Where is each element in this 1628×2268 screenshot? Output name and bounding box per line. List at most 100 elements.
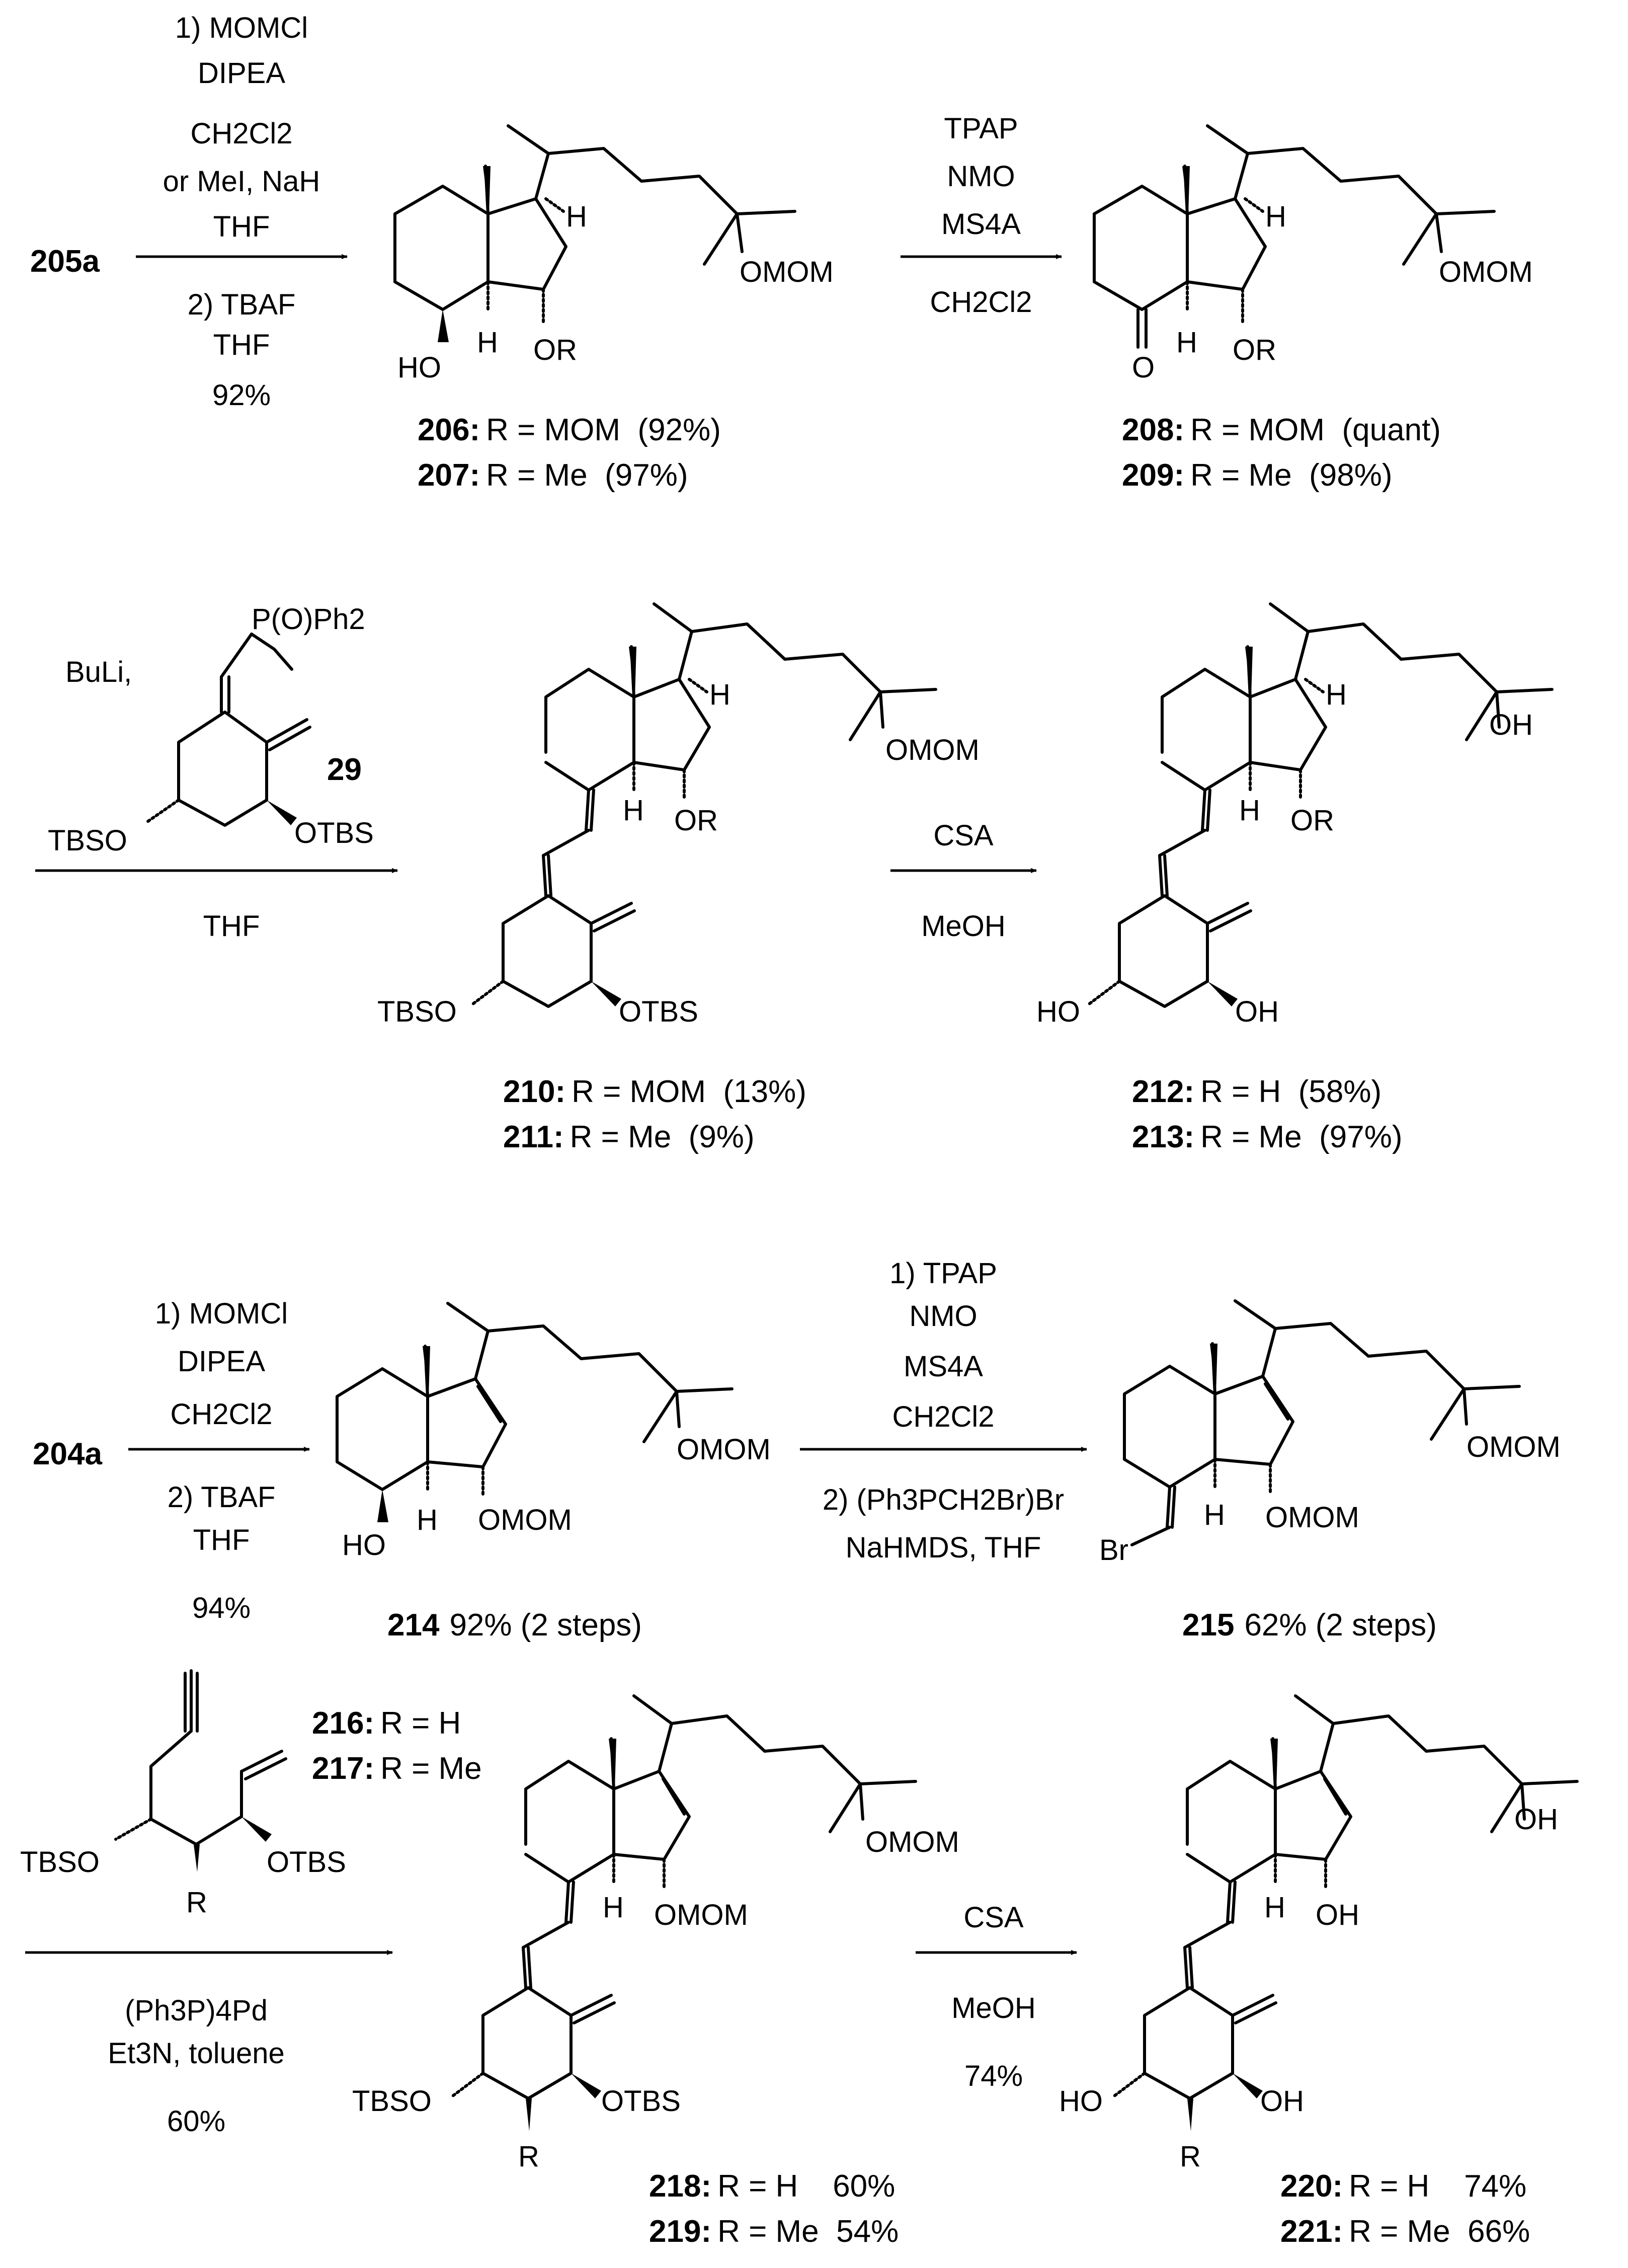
atom-label-h-208: H xyxy=(1265,200,1286,233)
compound-211-line: 211:R = Me (9%) xyxy=(503,1120,755,1154)
compound-213-text: R = Me (97%) xyxy=(1200,1120,1402,1154)
atom-label-omom2-215: OMOM xyxy=(1265,1501,1359,1534)
atom-label-o-208: O xyxy=(1132,351,1155,384)
compound-208-line: 208:R = MOM (quant) xyxy=(1122,413,1441,447)
atom-label-tbso-218: TBSO xyxy=(352,2085,432,2118)
compound-218-text: R = H 60% xyxy=(717,2169,895,2204)
cond-3-b1: THF xyxy=(203,910,260,943)
atom-label-or-212: OR xyxy=(1290,804,1334,837)
arrow-1-conditions-below: 2) TBAF THF 92% xyxy=(188,288,296,412)
compound-214-text: 92% (2 steps) xyxy=(449,1608,642,1643)
cond-1-a2: DIPEA xyxy=(198,57,285,90)
compound-215-id: 215 xyxy=(1182,1608,1234,1643)
reagent-29-id: 29 xyxy=(327,752,362,787)
reagent-enyne-r: R xyxy=(186,1886,207,1919)
reagent-216-id: 216: xyxy=(312,1706,374,1741)
cond-8-b2: 74% xyxy=(964,2060,1023,2092)
compound-207-text: R = Me (97%) xyxy=(486,458,688,493)
arrow-7-conditions: (Ph3P)4Pd Et3N, toluene 60% xyxy=(108,1994,284,2138)
cond-5-b1: 2) TBAF xyxy=(168,1481,276,1514)
atom-label-ho-212: HO xyxy=(1036,995,1080,1028)
cond-6-a3: MS4A xyxy=(904,1350,983,1383)
structure-215 xyxy=(1123,1299,1521,1546)
atom-label-oh-212: OH xyxy=(1489,709,1533,741)
compound-207-line: 207:R = Me (97%) xyxy=(418,458,688,493)
structure-220-221 xyxy=(1113,1694,1579,2131)
compound-209-line: 209:R = Me (98%) xyxy=(1122,458,1393,493)
structure-210-211 xyxy=(471,602,937,1008)
cond-8-b1: MeOH xyxy=(951,1992,1036,2024)
atom-label-h-218: H xyxy=(603,1891,624,1924)
structure-206-207 xyxy=(393,124,796,342)
cond-1-b2: THF xyxy=(213,329,270,361)
cond-4-b1: MeOH xyxy=(921,910,1006,943)
cond-5-a1: 1) MOMCl xyxy=(155,1297,288,1330)
structure-218-219 xyxy=(451,1694,917,2131)
cond-2-a3: MS4A xyxy=(941,208,1021,241)
reagent-enyne-tbso: TBSO xyxy=(20,1846,100,1879)
atom-label-h-220: H xyxy=(1264,1891,1285,1924)
cond-6-a2: NMO xyxy=(909,1300,977,1333)
atom-label-h2-212: H xyxy=(1239,794,1260,827)
atom-label-omom-210: OMOM xyxy=(885,734,980,766)
compound-210-line: 210:R = MOM (13%) xyxy=(503,1074,806,1109)
atom-label-oh2-220: OH xyxy=(1316,1899,1359,1931)
compound-labels-206-207: 206:R = MOM (92%) 207:R = Me (97%) xyxy=(418,413,721,493)
reagent-legend-216-217: 216:R = H 217:R = Me xyxy=(312,1706,482,1786)
atom-label-br-215: Br xyxy=(1099,1534,1128,1567)
compound-209-text: R = Me (98%) xyxy=(1190,458,1392,493)
compound-213-line: 213:R = Me (97%) xyxy=(1132,1120,1403,1154)
cond-1-a5: THF xyxy=(213,210,270,243)
cond-1-a1: 1) MOMCl xyxy=(175,12,308,44)
cond-1-b3: 92% xyxy=(212,379,271,412)
atom-label-or-210: OR xyxy=(674,804,718,837)
arrow-6-conditions: 1) TPAP NMO MS4A CH2Cl2 2) (Ph3PCH2Br)Br… xyxy=(823,1257,1064,1564)
compound-219-id: 219: xyxy=(649,2214,711,2249)
compound-212-text: R = H (58%) xyxy=(1200,1074,1381,1109)
compound-220-text: R = H 74% xyxy=(1349,2169,1526,2204)
start-compound-204a: 204a xyxy=(33,1437,102,1471)
cond-5-a2: DIPEA xyxy=(178,1345,265,1378)
compound-211-text: R = Me (9%) xyxy=(570,1120,755,1154)
cond-5-b3: 94% xyxy=(192,1592,251,1624)
compound-218-id: 218: xyxy=(649,2169,711,2204)
arrow-8-conditions: CSA MeOH 74% xyxy=(951,1901,1036,2092)
atom-label-omom-215: OMOM xyxy=(1467,1431,1561,1463)
atom-label-ho-206: HO xyxy=(397,351,441,384)
cond-2-a2: NMO xyxy=(947,160,1015,193)
atom-label-otbs-218: OTBS xyxy=(601,2085,681,2118)
structure-214 xyxy=(336,1302,734,1522)
cond-1-a4: or MeI, NaH xyxy=(163,165,320,198)
structure-208-209 xyxy=(1093,124,1496,349)
compound-219-text: R = Me 54% xyxy=(717,2214,899,2249)
atom-label-oh-220: OH xyxy=(1514,1803,1558,1836)
atom-label-h2-208: H xyxy=(1176,326,1197,359)
atom-label-omom-208: OMOM xyxy=(1439,256,1533,288)
atom-label-h-206: H xyxy=(566,200,587,233)
atom-label-oh2-212: OH xyxy=(1235,995,1279,1028)
reagent-29-pph2: P(O)Ph2 xyxy=(252,603,365,636)
compound-labels-212-213: 212:R = H (58%) 213:R = Me (97%) xyxy=(1132,1074,1403,1154)
arrow-5-conditions: 1) MOMCl DIPEA CH2Cl2 2) TBAF THF 94% xyxy=(155,1297,288,1624)
atom-label-h-215: H xyxy=(1204,1499,1225,1531)
compound-218-line: 218:R = H 60% xyxy=(649,2169,895,2204)
cond-6-b2: NaHMDS, THF xyxy=(846,1531,1041,1564)
compound-206-line: 206:R = MOM (92%) xyxy=(418,413,721,447)
arrow-1-conditions-above: 1) MOMCl DIPEA CH2Cl2 or MeI, NaH THF xyxy=(163,12,320,243)
cond-7-b3: 60% xyxy=(167,2105,225,2138)
reagent-enyne-otbs: OTBS xyxy=(267,1846,346,1879)
reagent-216-line: 216:R = H xyxy=(312,1706,461,1741)
reagent-29-structure xyxy=(144,633,311,827)
compound-213-id: 213: xyxy=(1132,1120,1194,1154)
atom-label-omom-206: OMOM xyxy=(740,256,834,288)
atom-label-r-220: R xyxy=(1180,2140,1201,2173)
cond-6-b1: 2) (Ph3PCH2Br)Br xyxy=(823,1483,1064,1516)
compound-labels-218-219: 218:R = H 60% 219:R = Me 54% xyxy=(649,2169,899,2249)
reagent-217-id: 217: xyxy=(312,1751,374,1786)
atom-label-h2-206: H xyxy=(477,326,498,359)
atom-label-omom2-214: OMOM xyxy=(478,1504,572,1536)
compound-208-id: 208: xyxy=(1122,413,1184,447)
compound-labels-208-209: 208:R = MOM (quant) 209:R = Me (98%) xyxy=(1122,413,1441,493)
reagent-216-text: R = H xyxy=(380,1706,461,1741)
